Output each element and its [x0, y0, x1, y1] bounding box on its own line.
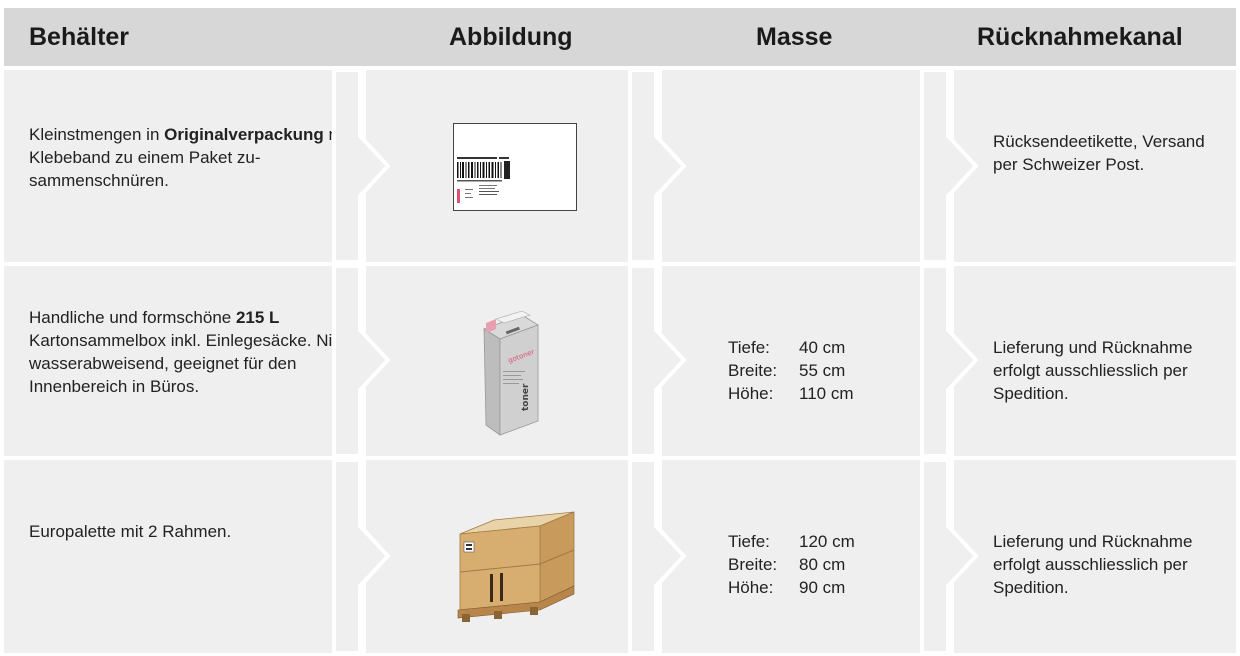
- cell-ruecknahmekanal: Lieferung und Rücknahme erfolgt ausschli…: [954, 460, 1236, 653]
- cell-behaelter: Europalette mit 2 Rahmen.: [4, 460, 362, 653]
- dim-depth: Tiefe:40 cm: [728, 338, 846, 357]
- channel-text: Lieferung und Rücknahme erfolgt ausschli…: [993, 338, 1193, 403]
- svg-text:toner: toner: [521, 383, 531, 411]
- dim-height: Höhe:90 cm: [728, 578, 846, 597]
- dim-depth: Tiefe:120 cm: [728, 532, 855, 551]
- chevron-separators: [332, 68, 979, 653]
- cell-behaelter: Handliche und formschöne 215 L Kartonsam…: [4, 266, 362, 456]
- chevron-right-icon: [628, 264, 687, 458]
- channel-text: Rücksendeetikette, Versand per Schweizer…: [993, 132, 1205, 174]
- cell-masse: [662, 70, 950, 262]
- header-behaelter: Behälter: [29, 23, 130, 51]
- chevron-right-icon: [920, 458, 979, 653]
- table-row: Europalette mit 2 Rahmen.: [4, 460, 1236, 653]
- row-description: Handliche und formschöne 215 L Kartonsam…: [29, 308, 355, 396]
- cell-masse: Tiefe:40 cm Breite:55 cm Höhe:110 cm: [662, 266, 950, 456]
- chevron-right-icon: [628, 68, 687, 264]
- cell-ruecknahmekanal: Lieferung und Rücknahme erfolgt ausschli…: [954, 266, 1236, 456]
- cell-masse: Tiefe:120 cm Breite:80 cm Höhe:90 cm: [662, 460, 950, 653]
- pallet-crate-icon: [454, 506, 578, 629]
- dim-width: Breite:80 cm: [728, 555, 846, 574]
- dimensions: Tiefe:40 cm Breite:55 cm Höhe:110 cm: [728, 336, 854, 405]
- table-row: Handliche und formschöne 215 L Kartonsam…: [4, 266, 1236, 456]
- cell-ruecknahmekanal: Rücksendeetikette, Versand per Schweizer…: [954, 70, 1236, 262]
- cell-abbildung: gotoner toner: [366, 266, 658, 456]
- table-header: Behälter Abbildung Masse Rücknahmekanal: [4, 8, 1236, 66]
- header-masse: Masse: [756, 23, 833, 51]
- cell-abbildung: [366, 70, 658, 262]
- cardboard-box-icon: gotoner toner: [476, 310, 546, 444]
- chevron-right-icon: [332, 458, 391, 653]
- container-table: Behälter Abbildung Masse Rücknahmekanal …: [4, 8, 1236, 653]
- dimensions: Tiefe:120 cm Breite:80 cm Höhe:90 cm: [728, 530, 855, 599]
- chevron-right-icon: [332, 68, 391, 264]
- chevron-right-icon: [920, 264, 979, 458]
- dim-width: Breite:55 cm: [728, 361, 846, 380]
- table-row: Kleinstmengen in Originalverpackung mit …: [4, 70, 1236, 262]
- header-abbildung: Abbildung: [449, 23, 573, 51]
- header-ruecknahmekanal: Rücknahmekanal: [977, 23, 1183, 51]
- parcel-label-icon: [453, 123, 577, 216]
- cell-abbildung: [366, 460, 658, 653]
- channel-text: Lieferung und Rücknahme erfolgt ausschli…: [993, 532, 1193, 597]
- chevron-right-icon: [332, 264, 391, 458]
- chevron-right-icon: [920, 68, 979, 264]
- cell-behaelter: Kleinstmengen in Originalverpackung mit …: [4, 70, 362, 262]
- dim-height: Höhe:110 cm: [728, 384, 854, 403]
- row-description: Europalette mit 2 Rahmen.: [29, 522, 232, 541]
- chevron-right-icon: [628, 458, 687, 653]
